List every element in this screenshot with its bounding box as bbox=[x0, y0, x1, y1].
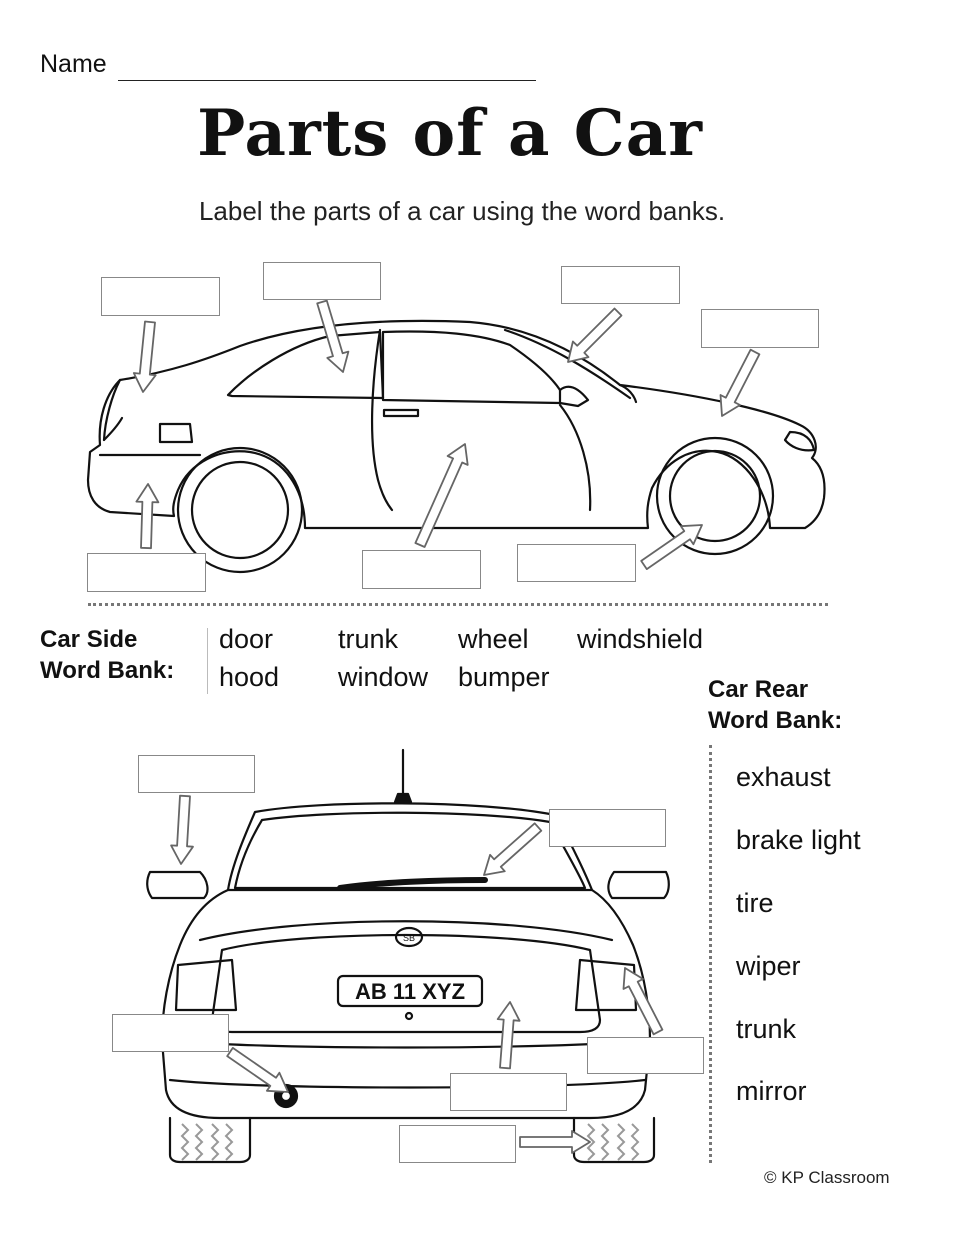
instructions: Label the parts of a car using the word … bbox=[198, 196, 726, 226]
car-badge-text: SB bbox=[403, 933, 415, 943]
side-label-box-window-area[interactable] bbox=[263, 262, 381, 300]
page-title: Parts of a Car bbox=[197, 96, 703, 171]
arrow-side-window bbox=[316, 299, 350, 373]
arrow-rear-mirror bbox=[170, 794, 194, 865]
rear-word-mirror: mirror bbox=[736, 1076, 807, 1106]
rear-word-exhaust: exhaust bbox=[736, 762, 831, 792]
rear-label-box-mirror-area[interactable] bbox=[138, 755, 255, 793]
rear-word-bank-title-line2: Word Bank: bbox=[708, 707, 843, 734]
side-word-hood: hood bbox=[219, 662, 280, 692]
rear-word-brake-light: brake light bbox=[736, 825, 861, 855]
arrow-side-bumper bbox=[135, 483, 160, 550]
rear-word-trunk: trunk bbox=[736, 1014, 797, 1044]
arrow-side-windshield bbox=[567, 307, 623, 363]
side-word-trunk: trunk bbox=[338, 624, 399, 654]
rear-label-box-wiper-area[interactable] bbox=[549, 809, 666, 847]
license-plate-text: AB 11 XYZ bbox=[355, 979, 465, 1004]
arrow-rear-trunk bbox=[496, 1001, 521, 1070]
section-divider bbox=[88, 603, 828, 606]
side-word-bank-title: Car Side Word Bank: bbox=[40, 624, 174, 686]
rear-word-bank-divider bbox=[709, 745, 712, 1163]
arrow-rear-exhaust bbox=[226, 1047, 289, 1093]
rear-label-box-tire-area[interactable] bbox=[399, 1125, 516, 1163]
rear-label-box-exhaust-area[interactable] bbox=[112, 1014, 229, 1052]
rear-word-bank-title: Car Rear Word Bank: bbox=[708, 674, 842, 736]
side-word-window: window bbox=[338, 662, 429, 692]
arrow-rear-tire bbox=[519, 1130, 591, 1154]
side-label-box-bumper-area[interactable] bbox=[87, 553, 206, 592]
rear-label-box-brake-light-area[interactable] bbox=[587, 1037, 704, 1074]
side-word-wheel: wheel bbox=[458, 624, 529, 654]
name-label: Name bbox=[40, 50, 107, 78]
side-word-bank-title-line1: Car Side bbox=[40, 626, 138, 653]
arrow-rear-wiper bbox=[483, 822, 543, 876]
arrow-rear-brake-light bbox=[622, 967, 664, 1036]
arrow-side-door bbox=[414, 443, 469, 548]
side-label-box-door-area[interactable] bbox=[362, 550, 481, 589]
side-word-windshield: windshield bbox=[577, 624, 704, 654]
side-word-bumper: bumper bbox=[458, 662, 550, 692]
arrow-side-trunk bbox=[132, 320, 157, 393]
rear-word-bank-title-line1: Car Rear bbox=[708, 676, 809, 703]
side-label-box-windshield-area[interactable] bbox=[561, 266, 680, 304]
side-label-box-wheel-area[interactable] bbox=[517, 544, 636, 582]
name-field[interactable] bbox=[118, 80, 536, 81]
side-label-box-hood-area[interactable] bbox=[701, 309, 819, 348]
arrow-side-wheel bbox=[640, 524, 703, 570]
rear-label-box-trunk-area[interactable] bbox=[450, 1073, 567, 1111]
side-word-bank-title-line2: Word Bank: bbox=[40, 657, 175, 684]
copyright-text: © KP Classroom bbox=[764, 1168, 890, 1187]
side-word-door: door bbox=[219, 624, 274, 654]
side-word-bank-divider bbox=[207, 628, 208, 694]
rear-word-tire: tire bbox=[736, 888, 774, 918]
arrow-side-hood bbox=[719, 348, 761, 417]
side-label-box-trunk-area[interactable] bbox=[101, 277, 220, 316]
rear-word-wiper: wiper bbox=[736, 951, 801, 981]
